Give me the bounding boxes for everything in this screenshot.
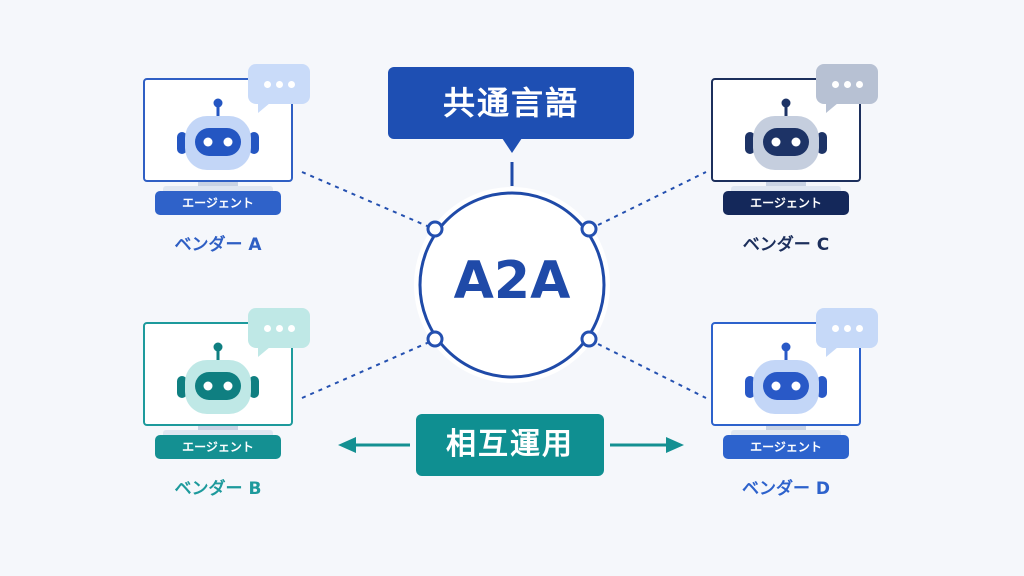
common-language-callout: 共通言語 [388, 67, 634, 153]
hub-node-a [426, 220, 444, 238]
robot-icon [745, 342, 827, 414]
robot-antenna-tip [213, 342, 223, 352]
robot-eye-right [791, 381, 801, 391]
robot-ear-right [817, 132, 827, 154]
chat-bubble-icon [248, 64, 310, 113]
connector-line-c [589, 171, 707, 230]
hub-node-d [580, 330, 598, 348]
monitor-neck [198, 426, 238, 432]
chat-bubble-icon [816, 308, 878, 357]
robot-icon [177, 98, 259, 170]
vendor-label: ベンダー D [741, 479, 831, 499]
vendor-label: ベンダー C [742, 235, 830, 255]
robot-eye-left [203, 137, 213, 147]
robot-ear-left [177, 376, 187, 398]
monitor-neck [766, 426, 806, 432]
hub-label: A2A [453, 251, 571, 311]
robot-ear-left [745, 132, 755, 154]
monitor-neck [766, 182, 806, 188]
agent-card-vendor-a: エージェント ベンダー A [143, 64, 313, 268]
robot-eye-right [223, 137, 233, 147]
connector-line-d [589, 339, 707, 399]
agent-tag: エージェント [723, 435, 849, 459]
robot-ear-right [249, 132, 259, 154]
agent-tag: エージェント [155, 435, 281, 459]
robot-icon [177, 342, 259, 414]
robot-eye-left [203, 381, 213, 391]
robot-visor [763, 128, 809, 156]
interop-arrow-left [338, 437, 410, 453]
robot-eye-left [771, 381, 781, 391]
hub-node-b [426, 330, 444, 348]
robot-antenna-tip [781, 342, 791, 352]
vendor-label: ベンダー A [174, 235, 262, 255]
chat-bubble-icon [816, 64, 878, 113]
connector-line-a [301, 171, 435, 230]
robot-visor [195, 128, 241, 156]
interop-arrow-right [610, 437, 684, 453]
monitor-neck [198, 182, 238, 188]
robot-antenna-tip [213, 98, 223, 108]
agent-card-vendor-d: エージェント ベンダー D [711, 308, 881, 512]
robot-eye-right [791, 137, 801, 147]
hub-ring [418, 191, 606, 379]
robot-visor [763, 372, 809, 400]
agent-card-vendor-c: エージェント ベンダー C [711, 64, 881, 268]
agent-tag: エージェント [155, 191, 281, 215]
agent-card-vendor-b: エージェント ベンダー B [143, 308, 313, 512]
interoperability-label: 相互運用 [416, 414, 604, 476]
hub-node-c [580, 220, 598, 238]
robot-icon [745, 98, 827, 170]
robot-eye-right [223, 381, 233, 391]
robot-ear-right [249, 376, 259, 398]
robot-antenna-tip [781, 98, 791, 108]
robot-ear-right [817, 376, 827, 398]
vendor-label: ベンダー B [174, 479, 262, 499]
robot-visor [195, 372, 241, 400]
chat-bubble-icon [248, 308, 310, 357]
robot-ear-left [177, 132, 187, 154]
robot-eye-left [771, 137, 781, 147]
robot-ear-left [745, 376, 755, 398]
connector-line-b [301, 339, 435, 399]
agent-tag: エージェント [723, 191, 849, 215]
